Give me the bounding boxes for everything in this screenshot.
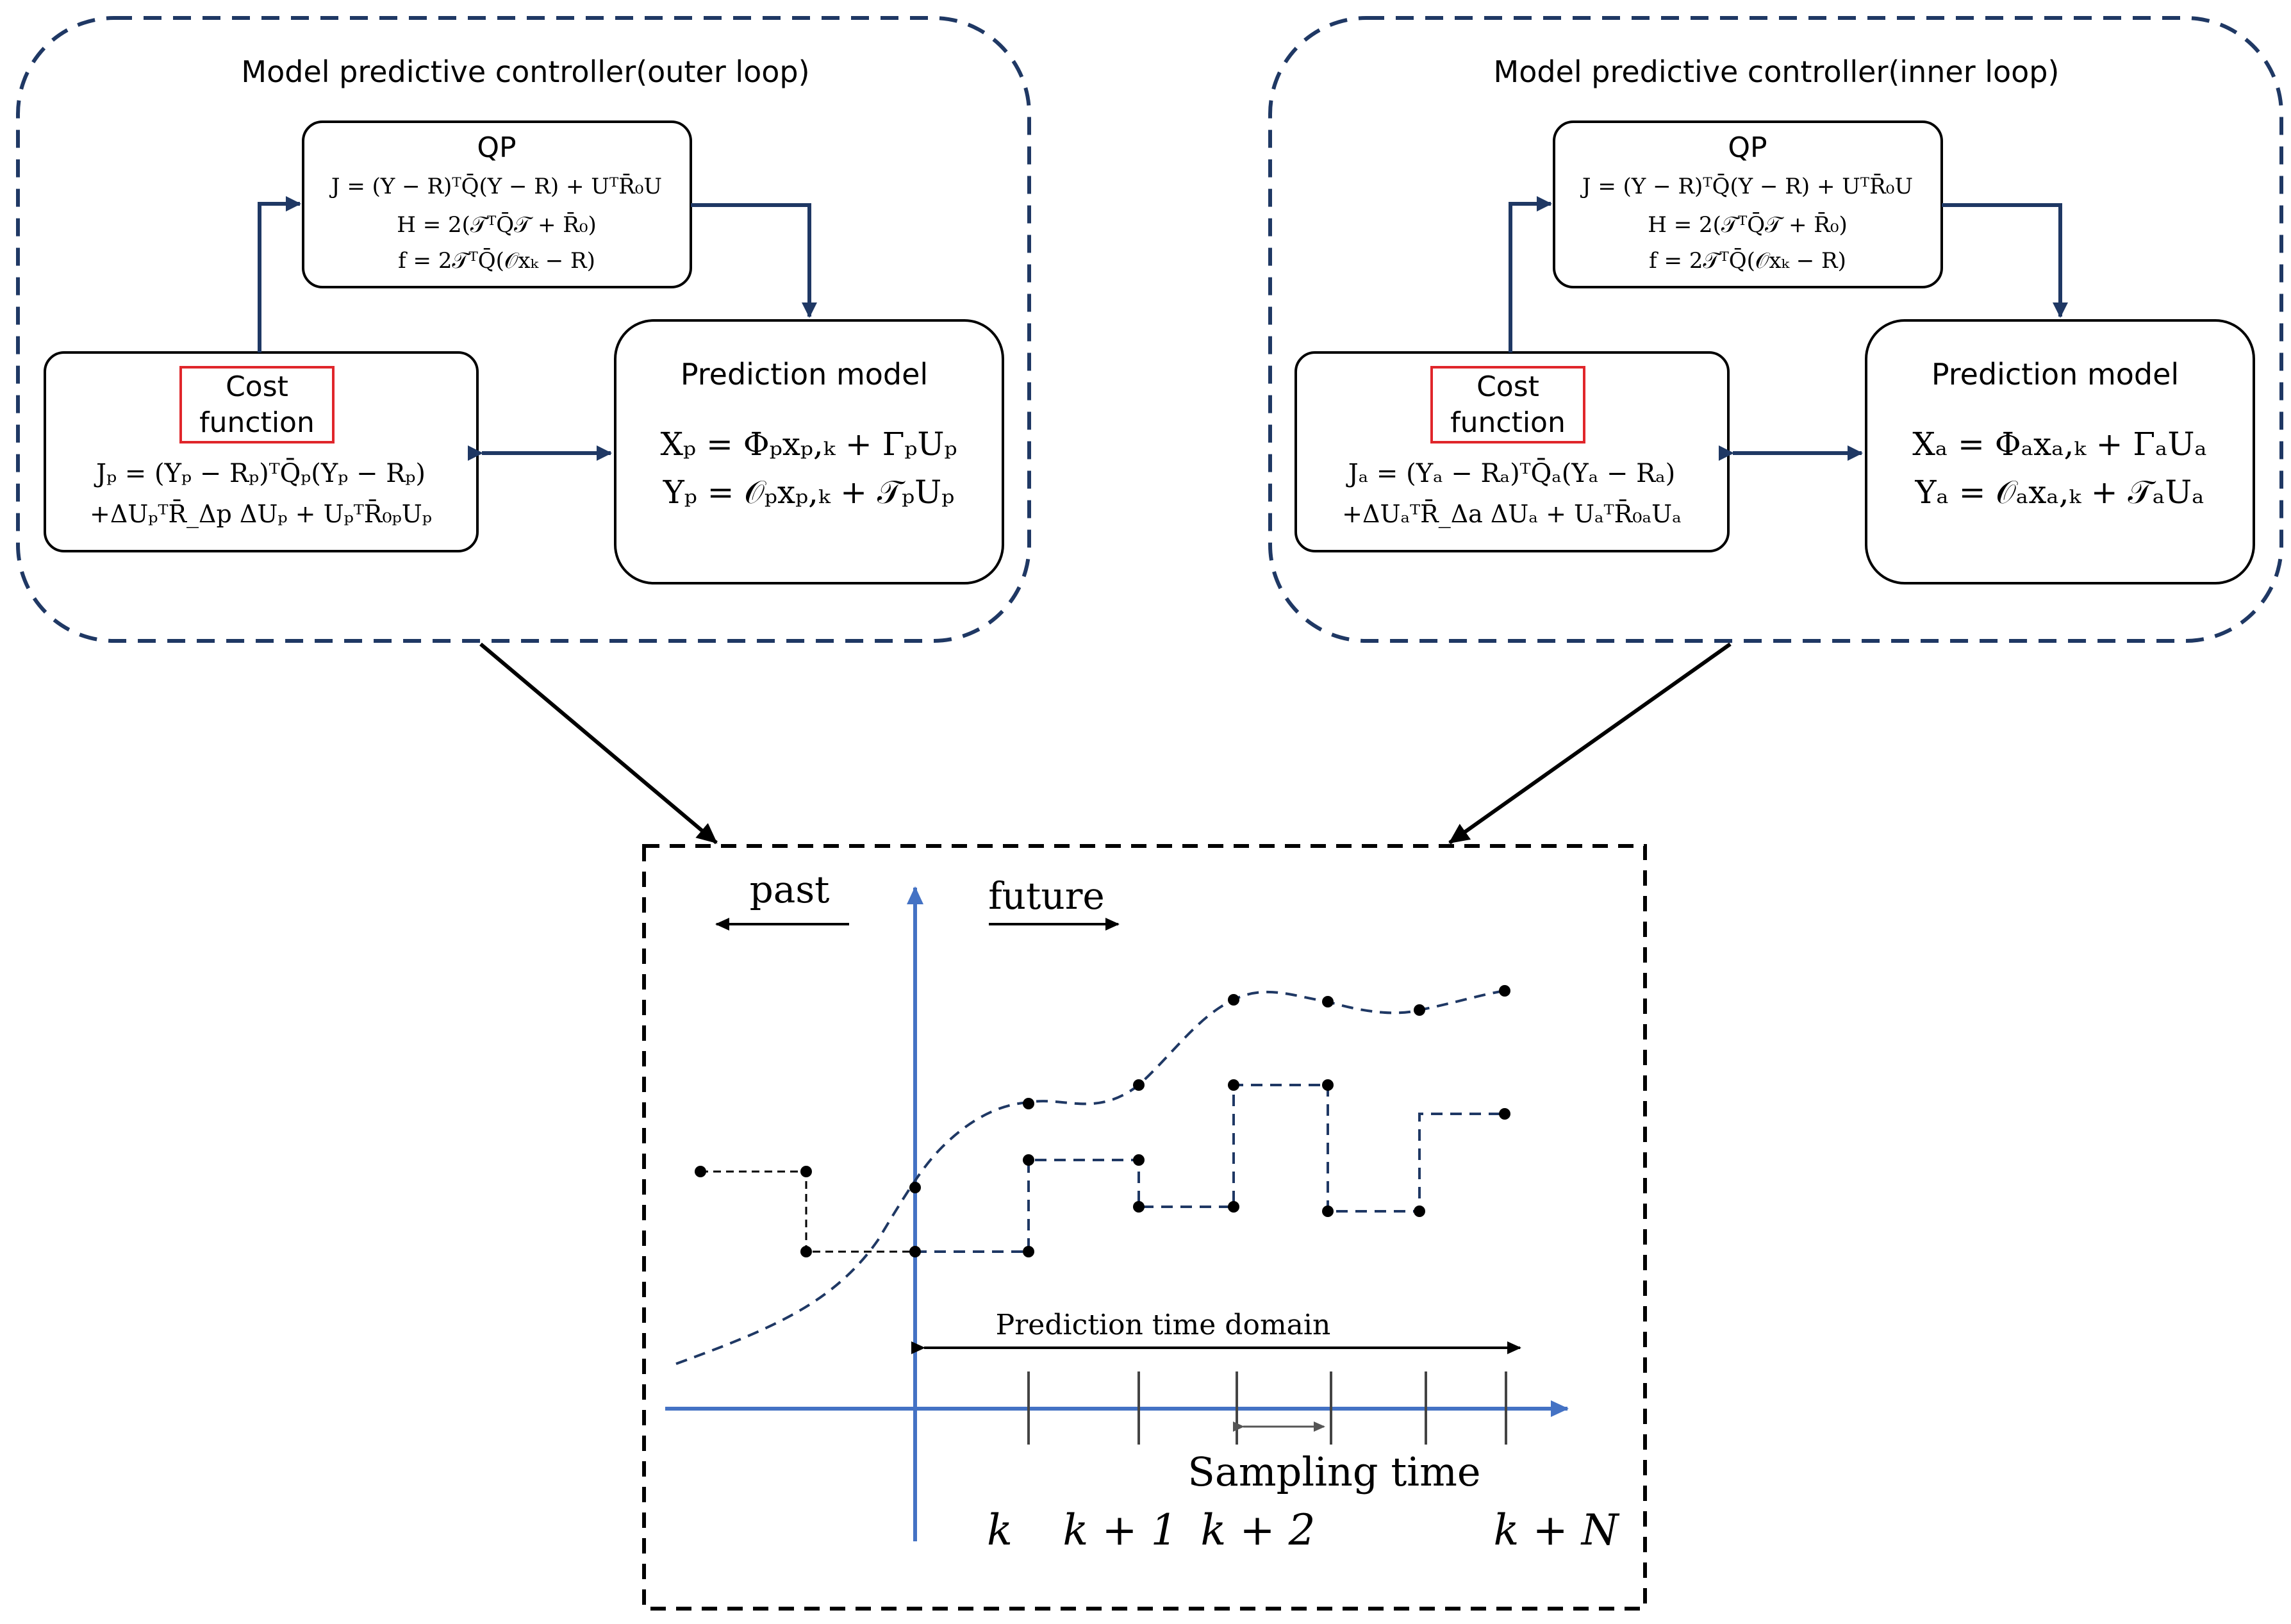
outer-prediction-box xyxy=(614,319,1004,584)
inner-prediction-box xyxy=(1865,319,2255,584)
future-control-signal xyxy=(915,1084,1505,1253)
inner-to-timeline-arrow xyxy=(1448,642,1732,845)
tick-label-k-plus-n: k + N xyxy=(1493,1505,1619,1555)
inner-loop-title: Model predictive controller(inner loop) xyxy=(1494,54,2060,89)
tick-label-k: k xyxy=(987,1505,1013,1555)
outer-loop-panel-border xyxy=(16,16,1031,643)
inner-cost-eq1: Jₐ = (Yₐ − Rₐ)ᵀQ̄ₐ(Yₐ − Rₐ) xyxy=(1346,458,1676,488)
inner-cost-label-line2: function xyxy=(1450,406,1566,439)
inner-loop-panel: Model predictive controller(inner loop) … xyxy=(1268,16,2283,643)
data-point xyxy=(800,1246,812,1257)
tick-label-k-plus-2: k + 2 xyxy=(1200,1505,1315,1555)
outer-loop-panel: Model predictive controller(outer loop) … xyxy=(16,16,1031,643)
outer-prediction-eq-y: Yₚ = 𝒪ₚxₚ,ₖ + 𝒯ₚUₚ xyxy=(663,474,955,511)
outer-qp-title: QP xyxy=(477,131,516,164)
outer-qp-eq-h: H = 2(𝒯ᵀQ̄𝒯 + R̄₀) xyxy=(397,211,597,238)
timeline-panel: past future Prediction time domain Sampl… xyxy=(642,844,1647,1611)
prediction-domain-label: Prediction time domain xyxy=(996,1309,1331,1341)
inner-qp-title: QP xyxy=(1728,131,1767,164)
data-point xyxy=(1228,1201,1239,1213)
outer-to-timeline-arrow xyxy=(479,642,718,845)
past-control-signal xyxy=(700,1170,915,1253)
data-point xyxy=(1499,1108,1510,1120)
data-point xyxy=(1322,1206,1334,1217)
outer-qp-eq-f: f = 2𝒯ᵀQ̄(𝒪xₖ − R) xyxy=(398,247,595,274)
data-point xyxy=(1023,1154,1034,1166)
data-point xyxy=(1023,1246,1034,1257)
inner-prediction-title: Prediction model xyxy=(1931,357,2179,392)
predicted-output-curve xyxy=(675,990,1505,1365)
inner-prediction-eq-y: Yₐ = 𝒪ₐxₐ,ₖ + 𝒯ₐUₐ xyxy=(1914,474,2204,511)
data-point xyxy=(1133,1201,1145,1213)
outer-loop-title: Model predictive controller(outer loop) xyxy=(241,54,809,89)
data-point xyxy=(1414,1206,1425,1217)
data-point xyxy=(695,1166,706,1177)
inner-cost-eq2: +ΔUₐᵀR̄_Δa ΔUₐ + UₐᵀR̄₀ₐUₐ xyxy=(1342,500,1682,529)
outer-cost-to-qp-arrow xyxy=(258,196,301,352)
data-point xyxy=(909,1182,921,1193)
outer-prediction-eq-x: Xₚ = Φₚxₚ,ₖ + ΓₚUₚ xyxy=(660,426,957,463)
outer-qp-eq-j: J = (Y − R)ᵀQ̄(Y − R) + UᵀR̄₀U xyxy=(329,173,662,199)
inner-qp-eq-h: H = 2(𝒯ᵀQ̄𝒯 + R̄₀) xyxy=(1648,211,1848,238)
timeline-border xyxy=(642,844,1647,1611)
outer-qp-to-prediction-arrow xyxy=(691,203,817,318)
sampling-time-label: Sampling time xyxy=(1187,1448,1480,1495)
inner-prediction-eq-x: Xₐ = Φₐxₐ,ₖ + ΓₐUₐ xyxy=(1912,426,2207,463)
outer-cost-label-line2: function xyxy=(199,406,315,439)
inner-cost-to-qp-arrow xyxy=(1509,196,1552,352)
outer-prediction-title: Prediction model xyxy=(681,357,928,392)
inner-loop-panel-border xyxy=(1268,16,2283,643)
data-point xyxy=(1023,1098,1034,1109)
past-label: past xyxy=(750,868,830,911)
outer-cost-eq2: +ΔUₚᵀR̄_Δp ΔUₚ + UₚᵀR̄₀ₚUₚ xyxy=(90,500,432,529)
data-point xyxy=(1228,1079,1239,1091)
data-point xyxy=(909,1246,921,1257)
data-point xyxy=(1133,1154,1145,1166)
inner-qp-eq-j: J = (Y − R)ᵀQ̄(Y − R) + UᵀR̄₀U xyxy=(1580,173,1913,199)
future-label: future xyxy=(988,874,1105,918)
data-point xyxy=(1414,1004,1425,1016)
tick-label-k-plus-1: k + 1 xyxy=(1063,1505,1177,1555)
data-point xyxy=(1322,996,1334,1007)
data-point xyxy=(1322,1079,1334,1091)
outer-cost-eq1: Jₚ = (Yₚ − Rₚ)ᵀQ̄ₚ(Yₚ − Rₚ) xyxy=(94,458,426,488)
outer-cost-label-highlight xyxy=(179,366,335,443)
inner-qp-eq-f: f = 2𝒯ᵀQ̄(𝒪xₖ − R) xyxy=(1649,247,1846,274)
inner-qp-to-prediction-arrow xyxy=(1942,203,2068,318)
inner-cost-label-highlight xyxy=(1430,366,1585,443)
data-point xyxy=(1133,1079,1145,1091)
outer-cost-label-line1: Cost xyxy=(226,370,288,403)
data-point xyxy=(800,1166,812,1177)
data-point xyxy=(1228,994,1239,1006)
data-point xyxy=(1499,985,1510,997)
inner-cost-label-line1: Cost xyxy=(1476,370,1539,403)
